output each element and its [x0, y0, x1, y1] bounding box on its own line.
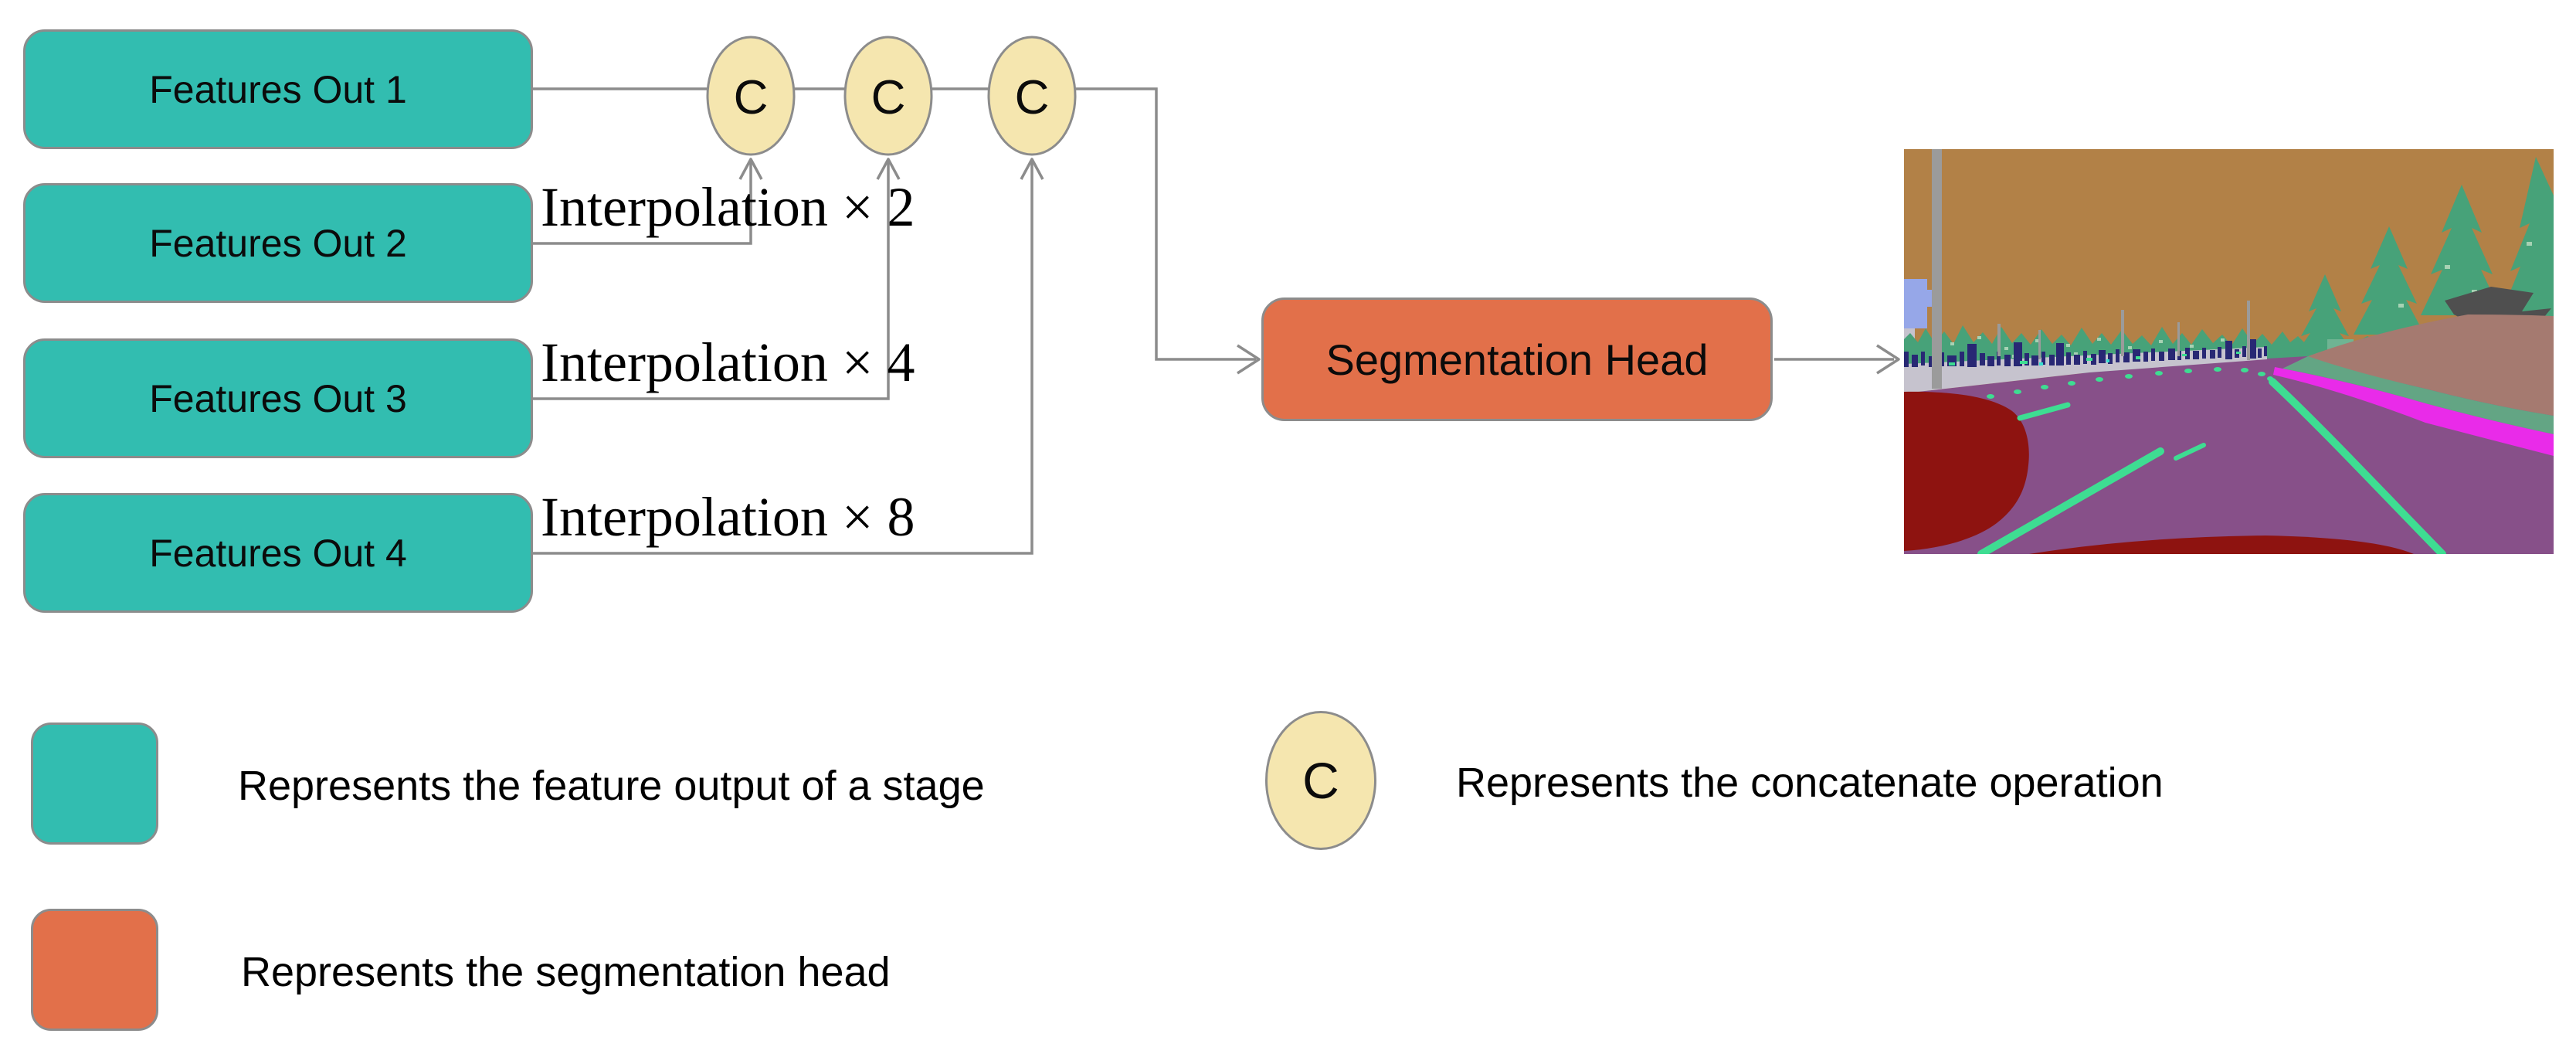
concat-node-3	[987, 36, 1077, 156]
feature-box-4-label: Features Out 4	[149, 531, 407, 575]
legend-seghead-swatch	[31, 909, 158, 1031]
hillside	[2308, 314, 2554, 416]
concat-node-label: C	[871, 71, 906, 124]
legend-feature-text: Represents the feature output of a stage	[238, 763, 985, 809]
legend-feature-swatch	[31, 722, 158, 845]
feature-box-1-label: Features Out 1	[149, 67, 407, 111]
road-edge-stripe	[2273, 367, 2554, 456]
figure-row	[1904, 339, 2267, 367]
legend-concat-text: Represents the concatenate operation	[1456, 760, 2164, 806]
legend-concat-symbol: C	[1302, 752, 1339, 809]
sky-patch	[1904, 279, 1933, 328]
arrow-up-icon	[1020, 158, 1044, 180]
feature-box-3-label: Features Out 3	[149, 376, 407, 420]
feature-box-1: Features Out 1	[23, 29, 533, 149]
arrow-right-icon	[1237, 344, 1261, 375]
feature-box-4: Features Out 4	[23, 493, 533, 613]
vehicle-hood	[1904, 391, 2414, 554]
segmentation-output-image	[1904, 149, 2554, 554]
arrow-up-icon	[876, 158, 901, 180]
segmentation-head-label: Segmentation Head	[1325, 335, 1709, 384]
shoulder-strip	[2282, 356, 2554, 434]
poles	[1932, 149, 2250, 389]
segmentation-head-box: Segmentation Head	[1261, 298, 1773, 421]
feature-box-2-label: Features Out 2	[149, 221, 407, 265]
legend-concat-node: C	[1265, 711, 1376, 850]
connector-interp2-line	[533, 160, 752, 245]
arrow-right-icon	[1876, 344, 1900, 375]
interpolation-x8-label: Interpolation × 8	[541, 486, 915, 548]
interpolation-x4-label: Interpolation × 4	[541, 332, 915, 393]
concat-node-label: C	[1015, 71, 1050, 124]
concat-node-label: C	[734, 71, 769, 124]
interpolation-x2-label: Interpolation × 2	[541, 176, 915, 238]
concat-node-2	[843, 36, 933, 156]
concat-node-1	[706, 36, 796, 156]
legend-seghead-text: Represents the segmentation head	[241, 949, 891, 995]
lane-lines	[1977, 378, 2446, 554]
lane-dots	[1987, 367, 2273, 399]
connector-interp8-line	[533, 160, 1033, 555]
feature-box-2: Features Out 2	[23, 183, 533, 303]
sidewalk	[1904, 347, 2267, 393]
connector-interp4-line	[533, 160, 890, 400]
arrow-up-icon	[738, 158, 763, 180]
feature-box-3: Features Out 3	[23, 338, 533, 458]
